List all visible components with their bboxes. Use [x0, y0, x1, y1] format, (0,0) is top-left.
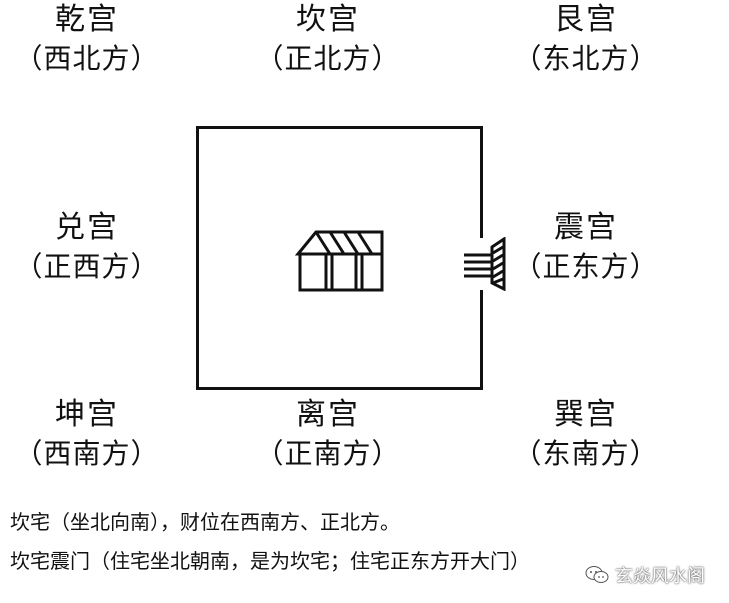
palace-name: 乾宫: [55, 2, 119, 37]
palace-direction: （正北方）: [255, 42, 401, 75]
palace-name: 坤宫: [55, 397, 119, 432]
watermark-text: 玄焱风水阁: [615, 566, 705, 587]
palace-kan: 坎宫 （正北方）: [243, 2, 413, 77]
note-line-2: 坎宅震门（住宅坐北朝南，是为坎宅；住宅正东方开大门）: [10, 549, 530, 573]
palace-qian: 乾宫 （西北方）: [2, 2, 172, 77]
palace-name: 离宫: [296, 397, 360, 432]
palace-name: 兑宫: [55, 210, 119, 245]
house-icon: [294, 230, 384, 292]
note-line-1: 坎宅（坐北向南），财位在西南方、正北方。: [10, 510, 400, 534]
palace-direction: （正南方）: [255, 437, 401, 470]
palace-zhen: 震宫 （正东方）: [501, 210, 671, 285]
palace-direction: （西南方）: [14, 437, 160, 470]
palace-direction: （正西方）: [14, 250, 160, 283]
palace-direction: （西北方）: [14, 42, 160, 75]
palace-name: 艮宫: [554, 2, 618, 37]
watermark: 玄焱风水阁: [585, 562, 705, 588]
palace-name: 坎宫: [296, 2, 360, 37]
wechat-icon: [585, 566, 609, 583]
palace-kun: 坤宫 （西南方）: [2, 397, 172, 472]
palace-name: 巽宫: [554, 397, 618, 432]
palace-direction: （正东方）: [513, 250, 659, 283]
gate-icon: [464, 237, 506, 291]
palace-name: 震宫: [554, 210, 618, 245]
palace-direction: （东北方）: [513, 42, 659, 75]
palace-li: 离宫 （正南方）: [243, 397, 413, 472]
palace-gen: 艮宫 （东北方）: [501, 2, 671, 77]
palace-direction: （东南方）: [513, 437, 659, 470]
palace-dui: 兑宫 （正西方）: [2, 210, 172, 285]
palace-xun: 巽宫 （东南方）: [501, 397, 671, 472]
